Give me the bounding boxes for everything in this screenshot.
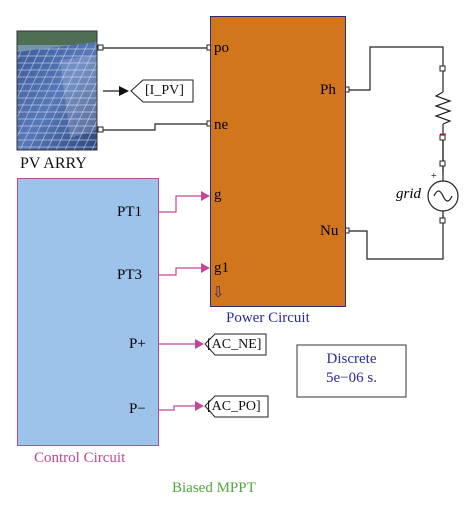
power-circuit-title: Power Circuit [226,310,310,326]
i-pv-tag-text: [I_PV] [145,83,184,98]
port-p-minus-label: P− [129,401,146,417]
port-pt3-label: PT3 [117,267,143,283]
port-g1-label: g1 [214,260,229,276]
signal-arrowheads [195,191,210,411]
power-circuit-block[interactable] [210,16,346,307]
port-ph-label: Ph [320,82,336,98]
load-resistor[interactable] [434,71,452,161]
port-nu-label: Nu [320,223,339,239]
solver-type: Discrete [326,351,377,367]
i-pv-goto-tag[interactable] [130,79,194,103]
pv-array-label: PV ARRY [20,155,87,172]
solver-step: 5e−06 s. [326,370,377,386]
port-po-label: po [214,40,229,56]
grid-ac-source[interactable] [427,166,459,218]
down-arrow-icon[interactable]: ⇩ [212,283,225,301]
control-circuit-block[interactable] [17,178,159,446]
ac-po-tag-text: [AC_PO] [207,399,261,414]
pv-array-image[interactable] [16,30,98,151]
port-p-plus-label: P+ [129,336,146,352]
ac-ne-goto-tag[interactable] [204,333,267,356]
powergui-solver-block[interactable] [296,344,407,398]
power-wires [101,46,444,260]
i-pv-signal [103,79,194,103]
ac-ne-tag-text: [AC_NE] [207,337,262,352]
gate-signal-wires [159,195,203,411]
port-ne-label: ne [214,117,229,133]
port-pt1-label: PT1 [117,204,143,220]
control-circuit-title: Control Circuit [34,450,126,466]
ac-po-goto-tag[interactable] [204,395,269,418]
grid-label: grid [396,186,422,202]
figure-caption: Biased MPPT [172,480,256,496]
grid-plus-sign: + [431,171,437,182]
port-g-label: g [214,187,222,203]
